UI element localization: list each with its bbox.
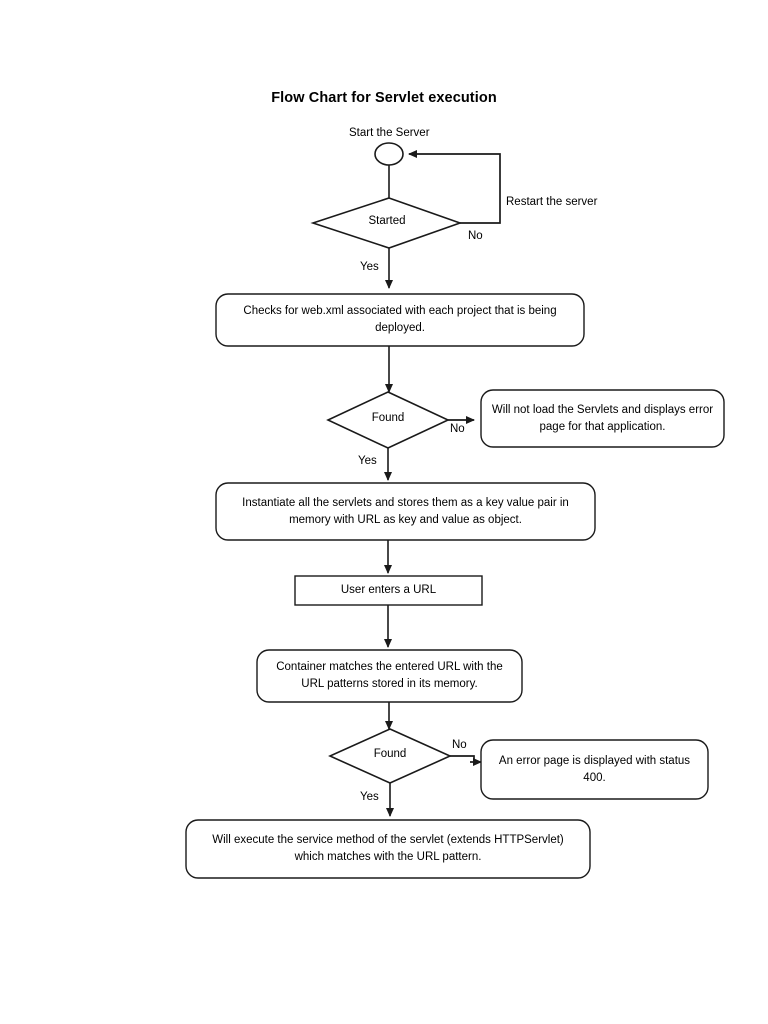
edge-started-no-restart — [408, 150, 501, 224]
decision-found-1-label: Found — [371, 412, 405, 424]
process-checks-shape — [215, 293, 585, 347]
restart-the-server-note: Restart the server — [506, 196, 598, 208]
decision-found-2-label: Found — [373, 748, 407, 760]
decision-started-label: Started — [368, 215, 406, 227]
start-caption-label: Start the Server — [349, 127, 430, 139]
edge-found2-no — [450, 755, 475, 761]
page-title: Flow Chart for Servlet execution — [271, 90, 497, 106]
edge-label-started-no: No — [468, 230, 483, 242]
edge-label-found1-no: No — [450, 423, 465, 435]
process-container-match-label: Container matches the entered URL with t… — [276, 661, 503, 690]
edge-label-found2-no: No — [452, 739, 467, 751]
process-not-load-label: Will not load the Servlets and displays … — [491, 403, 714, 433]
process-error-400-shape — [480, 739, 709, 800]
edge-label-found1-yes: Yes — [358, 455, 377, 467]
start-oval-shape — [374, 142, 404, 166]
edge-label-found2-yes: Yes — [360, 791, 379, 803]
process-execute-service-shape — [185, 819, 591, 879]
process-user-url-shape — [294, 575, 483, 606]
edge-label-started-yes: Yes — [360, 261, 379, 273]
process-checks-label: Checks for web.xml associated with each … — [243, 305, 557, 334]
process-user-url-label: User enters a URL — [340, 584, 437, 596]
process-execute-service-label: Will execute the service method of the s… — [212, 834, 564, 863]
process-instantiate-label: Instantiate all the servlets and stores … — [242, 496, 569, 526]
process-not-load-shape — [480, 389, 725, 448]
process-instantiate-shape — [215, 482, 596, 541]
process-error-400-label: An error page is displayed with status 4… — [498, 754, 691, 784]
